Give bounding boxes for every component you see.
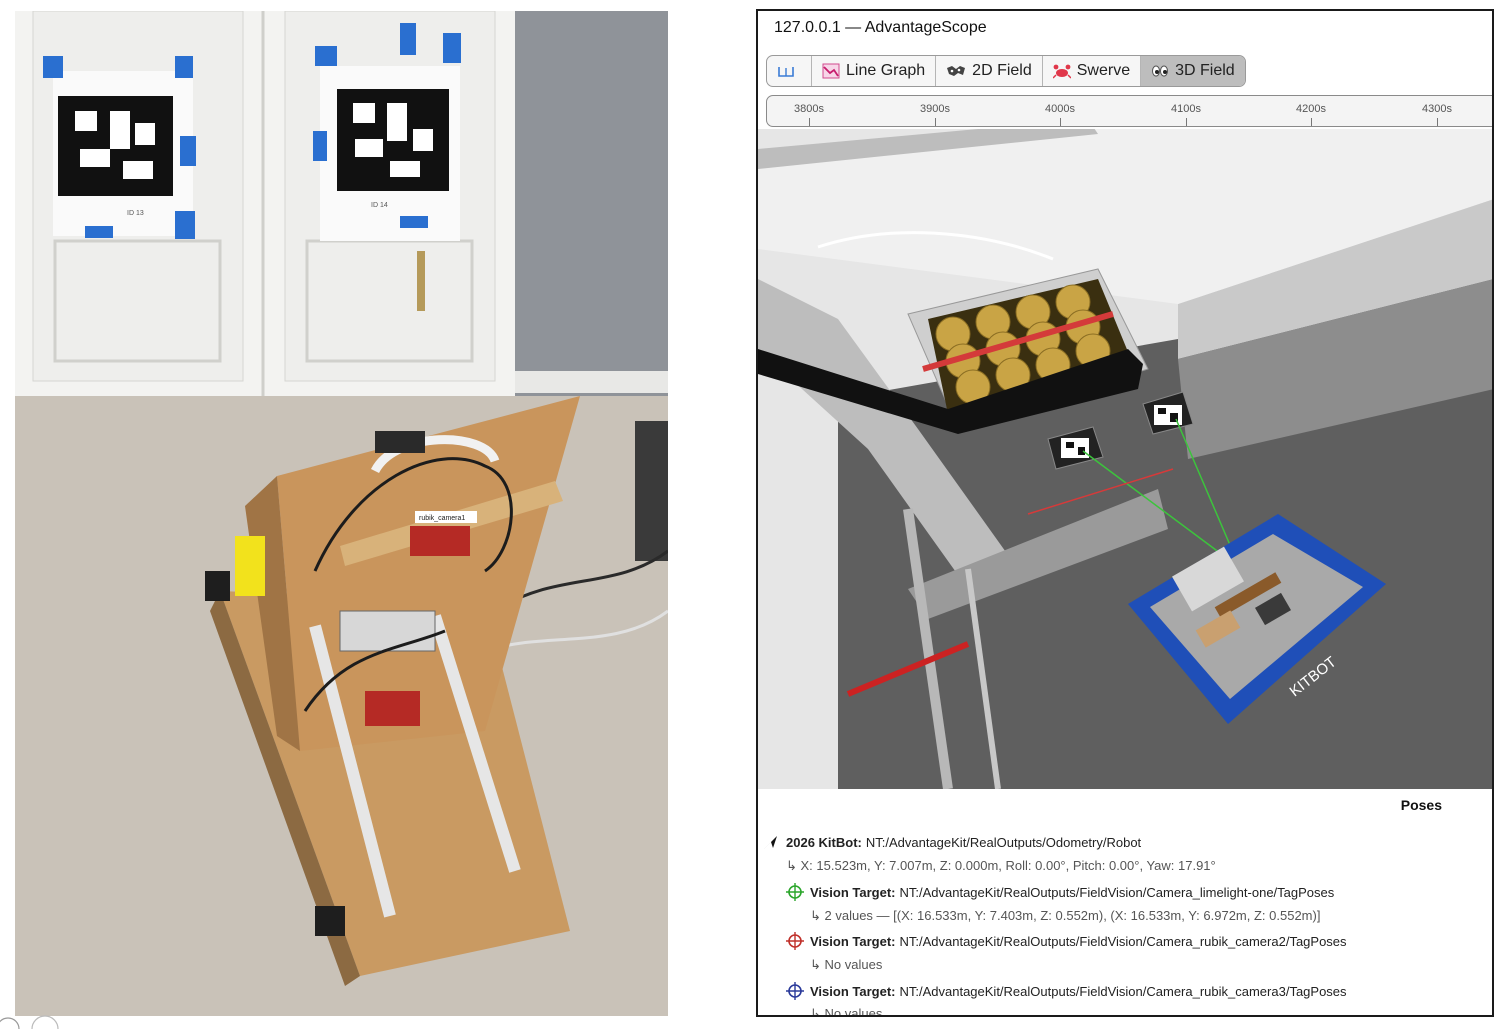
camera-label: rubik_camera1 (419, 515, 465, 522)
pose-item-vision-limelight[interactable]: Vision Target: NT:/AdvantageKit/RealOutp… (786, 883, 1334, 901)
timeline-tick-mark (1186, 118, 1187, 126)
pose-item-vision-rubik3[interactable]: Vision Target: NT:/AdvantageKit/RealOutp… (786, 982, 1347, 1000)
timeline-tick-mark (1060, 118, 1061, 126)
crosshair-icon (786, 883, 804, 901)
pose-item-vision-rubik2[interactable]: Vision Target: NT:/AdvantageKit/RealOutp… (786, 932, 1347, 950)
pose-item-robot[interactable]: 2026 KitBot: NT:/AdvantageKit/RealOutput… (762, 833, 1141, 851)
timeline-tick-mark (809, 118, 810, 126)
page-corner-icons (0, 1015, 70, 1034)
pose-detail: ↳ 2 values — [(X: 16.533m, Y: 7.403m, Z:… (810, 908, 1321, 923)
apriltag-field-right (1142, 391, 1194, 435)
crosshair-icon (786, 982, 804, 1000)
tab-2d-field-label: 2D Field (972, 62, 1032, 79)
poses-header: Poses (1400, 797, 1442, 813)
arrow-icon (764, 836, 777, 849)
line-graph-icon (822, 63, 840, 79)
more-icon (31, 1015, 59, 1034)
field-3d-viewport[interactable]: KITBOT (758, 129, 1492, 789)
tab-line-graph-label: Line Graph (846, 62, 926, 79)
sub-arrow-icon: ↳ (810, 908, 825, 923)
apriltag-field-left (1047, 426, 1104, 470)
expand-icon (0, 1017, 20, 1034)
timeline-tick-mark (1437, 118, 1438, 126)
timeline-tick: 3900s (920, 103, 950, 115)
tab-2d-field[interactable]: 2D Field (936, 56, 1043, 86)
tab-swerve[interactable]: Swerve (1043, 56, 1142, 86)
pose-detail: ↳ X: 15.523m, Y: 7.007m, Z: 0.000m, Roll… (786, 858, 1216, 873)
book-icon (778, 67, 794, 77)
advantagescope-window: 127.0.0.1 — AdvantageScope Line Graph 2D… (756, 9, 1494, 1017)
pose-path: NT:/AdvantageKit/RealOutputs/FieldVision… (899, 933, 1347, 949)
crab-icon (1052, 64, 1071, 79)
crosshair-icon (786, 932, 804, 950)
timeline-tick: 3800s (794, 103, 824, 115)
pose-name: Vision Target: (810, 983, 896, 999)
sub-arrow-icon: ↳ (810, 1006, 825, 1017)
pose-name: Vision Target: (810, 884, 896, 900)
sub-arrow-icon: ↳ (810, 957, 825, 972)
tab-bar: Line Graph 2D Field Swerve 3D (766, 55, 1246, 87)
sub-arrow-icon: ↳ (786, 858, 801, 873)
pose-name: 2026 KitBot: (786, 834, 862, 850)
map-icon (947, 66, 966, 76)
window-title: 127.0.0.1 — AdvantageScope (774, 19, 987, 36)
tag-label-right: ID 14 (371, 202, 388, 209)
timeline-tick-mark (1311, 118, 1312, 126)
timeline-tick: 4100s (1171, 103, 1201, 115)
timeline-tick: 4300s (1422, 103, 1452, 115)
tab-3d-field-label: 3D Field (1175, 62, 1235, 79)
pose-detail: ↳ No values (810, 957, 883, 972)
eyes-icon (1152, 65, 1169, 77)
timeline-tick: 4200s (1296, 103, 1326, 115)
tag-label-left: ID 13 (127, 210, 144, 217)
tab-swerve-label: Swerve (1076, 62, 1131, 79)
timeline-tick: 4000s (1045, 103, 1075, 115)
tab-line-graph[interactable]: Line Graph (812, 56, 937, 86)
rig-photo: ID 13 ID 14 (15, 11, 668, 1016)
tab-3d-field[interactable]: 3D Field (1141, 56, 1245, 86)
pose-detail: ↳ No values (810, 1006, 882, 1017)
poses-panel: Poses 2026 KitBot: NT:/AdvantageKit/Real… (758, 789, 1492, 1017)
tab-docs[interactable] (767, 56, 812, 86)
pose-path: NT:/AdvantageKit/RealOutputs/FieldVision… (899, 884, 1335, 900)
timeline-tick-mark (935, 118, 936, 126)
apriltag-paper-right: ID 14 (313, 23, 461, 241)
pose-path: NT:/AdvantageKit/RealOutputs/FieldVision… (899, 983, 1347, 999)
timeline-bar[interactable]: 3800s 3900s 4000s 4100s 4200s 4300s (766, 95, 1492, 127)
pose-path: NT:/AdvantageKit/RealOutputs/Odometry/Ro… (865, 834, 1142, 850)
robot-model: KITBOT (1128, 514, 1386, 724)
apriltag-paper-left: ID 13 (43, 56, 196, 239)
pose-name: Vision Target: (810, 933, 896, 949)
